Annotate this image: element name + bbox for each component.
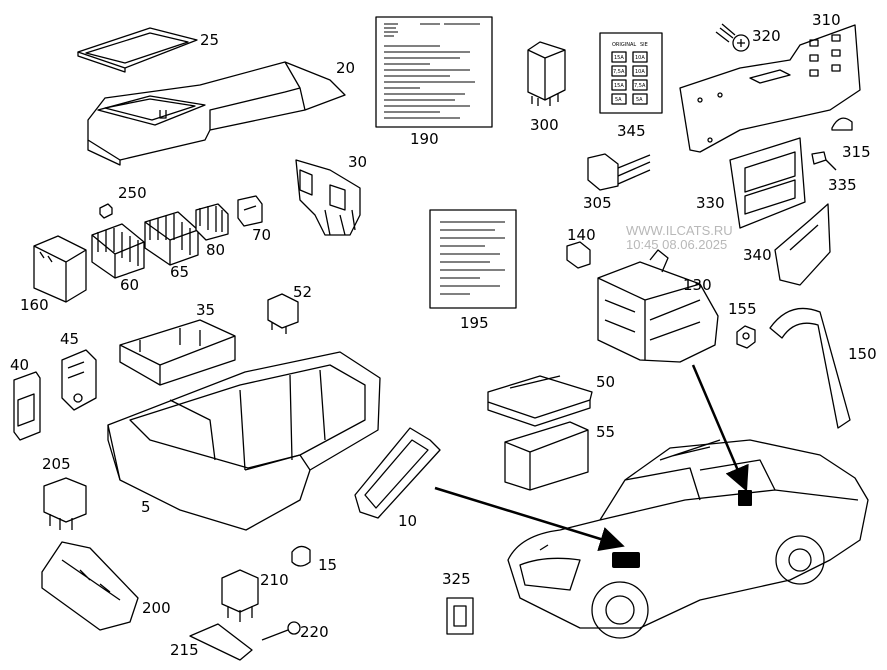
part-number-220: 220 <box>300 623 329 641</box>
part-number-330: 330 <box>696 194 725 212</box>
part-52-relay <box>267 293 299 334</box>
part-number-10: 10 <box>398 512 418 530</box>
part-55-block <box>504 421 589 491</box>
part-number-130: 130 <box>683 276 712 294</box>
part-number-160: 160 <box>20 296 49 314</box>
fuse-cell: 10A <box>635 55 645 61</box>
fuse-cell: 10A <box>635 69 645 75</box>
part-number-60: 60 <box>120 276 140 294</box>
fuse-cell: 5A <box>636 97 643 103</box>
part-number-215: 215 <box>170 641 199 659</box>
part-number-50: 50 <box>596 373 616 391</box>
fuse-cell: 5A <box>615 97 622 103</box>
part-number-52: 52 <box>293 283 313 301</box>
part-number-150: 150 <box>848 345 877 363</box>
fuse-cell: 7,5A <box>613 69 625 75</box>
part-number-25: 25 <box>200 31 220 49</box>
part-320-screw <box>715 23 750 52</box>
part-number-250: 250 <box>118 184 147 202</box>
part-140-connector <box>566 241 591 269</box>
part-160-cover <box>33 235 87 303</box>
fuse-chart-header-right: SIE <box>640 42 648 48</box>
part-130-fuse-box <box>597 249 719 363</box>
part-60-fuse-block <box>91 223 145 279</box>
part-number-70: 70 <box>252 226 272 244</box>
part-25-cover <box>77 27 198 73</box>
part-335-clip <box>811 151 837 171</box>
part-65-fuse-block <box>144 211 199 266</box>
part-number-200: 200 <box>142 599 171 617</box>
part-number-15: 15 <box>318 556 338 574</box>
part-150-handle <box>769 307 851 429</box>
part-80-fuse-holder <box>195 203 229 241</box>
part-number-190: 190 <box>410 130 439 148</box>
part-number-205: 205 <box>42 455 71 473</box>
part-number-155: 155 <box>728 300 757 318</box>
part-number-65: 65 <box>170 263 190 281</box>
part-15-grommet <box>291 545 311 567</box>
arrow-to-box-position <box>434 486 625 552</box>
part-number-315: 315 <box>842 143 871 161</box>
fuse-cell: 15A <box>614 55 624 61</box>
part-number-195: 195 <box>460 314 489 332</box>
part-number-80: 80 <box>206 241 226 259</box>
part-50-module <box>487 375 593 427</box>
part-number-140: 140 <box>567 226 596 244</box>
part-315-grommet <box>831 117 853 131</box>
box-location-marker <box>612 552 640 568</box>
part-340-cover-piece <box>774 203 831 286</box>
part-number-20: 20 <box>336 59 356 77</box>
part-250-fuse <box>99 203 113 219</box>
part-300-relay <box>527 41 566 106</box>
part-number-35: 35 <box>196 301 216 319</box>
part-40-connector <box>13 371 41 441</box>
part-305-relay <box>587 153 651 191</box>
part-310-bracket <box>679 24 861 153</box>
part-35-tray <box>119 319 236 386</box>
part-number-340: 340 <box>743 246 772 264</box>
part-number-345: 345 <box>617 122 646 140</box>
part-number-335: 335 <box>828 176 857 194</box>
part-number-310: 310 <box>812 11 841 29</box>
fuse-cell: 7,5A <box>634 83 646 89</box>
part-5-lower-box <box>107 351 381 531</box>
fuse-box-location-marker <box>738 490 752 506</box>
part-10-gasket <box>354 427 441 519</box>
part-205-relay <box>43 477 87 530</box>
part-number-325: 325 <box>442 570 471 588</box>
part-325-pad <box>446 597 474 635</box>
part-70-connector <box>237 195 263 227</box>
part-220-screw <box>261 621 301 641</box>
part-number-30: 30 <box>348 153 368 171</box>
fuse-cell: 15A <box>614 83 624 89</box>
part-number-45: 45 <box>60 330 80 348</box>
part-number-305: 305 <box>583 194 612 212</box>
part-number-55: 55 <box>596 423 616 441</box>
part-number-5: 5 <box>141 498 151 516</box>
part-30-holder <box>295 159 361 236</box>
part-210-relay <box>221 569 259 622</box>
arrow-130-to-vehicle <box>691 364 749 492</box>
part-number-300: 300 <box>530 116 559 134</box>
part-200-holder <box>41 541 139 631</box>
part-number-320: 320 <box>752 27 781 45</box>
part-330-bracket <box>729 137 806 229</box>
part-number-210: 210 <box>260 571 289 589</box>
part-20-upper-housing <box>87 61 346 166</box>
part-45-relay-socket <box>61 349 97 411</box>
watermark-timestamp: 10:45 08.06.2025 <box>626 237 728 252</box>
fuse-chart-header-left: ORIGINAL <box>612 42 636 48</box>
part-number-40: 40 <box>10 356 30 374</box>
part-215-bracket <box>189 623 253 661</box>
part-345-fuse-chart <box>599 32 663 114</box>
part-195-instruction-sheet <box>429 209 517 309</box>
watermark-site: WWW.ILCATS.RU <box>626 223 733 238</box>
part-155-nut <box>736 325 756 349</box>
vehicle-illustration <box>507 439 869 639</box>
part-190-label-sheet <box>375 16 493 128</box>
